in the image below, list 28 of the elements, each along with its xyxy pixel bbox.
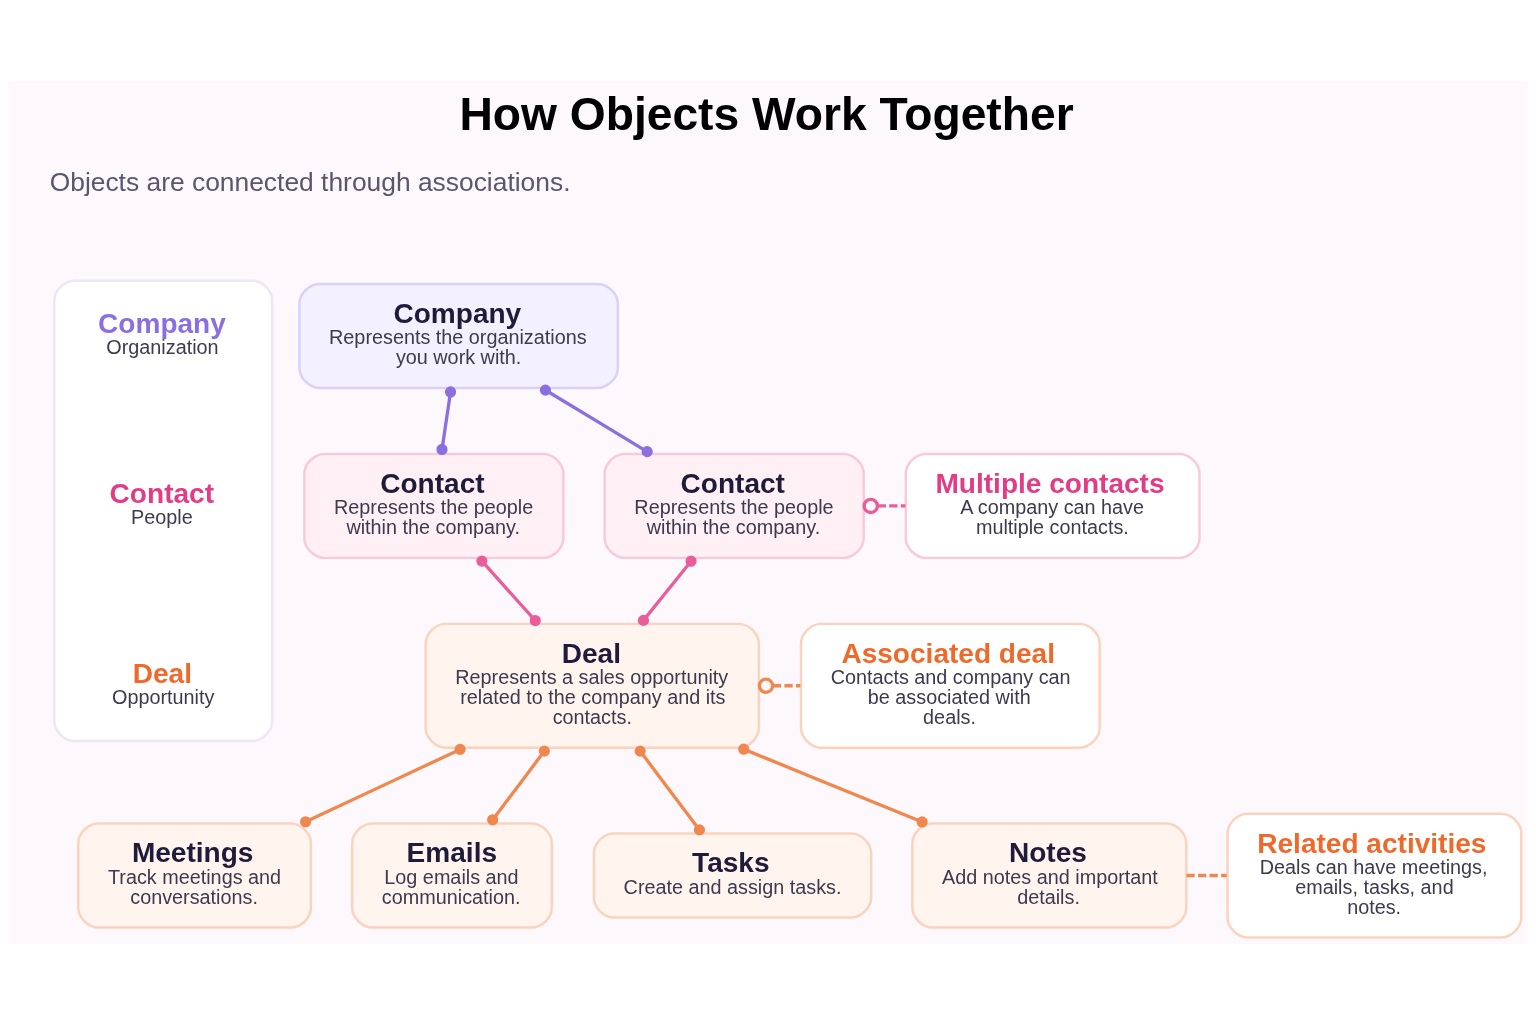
node-box: Company Represents the organizations you work with. [298,282,620,389]
diagram-title: How Objects Work Together [459,87,1074,140]
node-box: Associated deal Contacts and company can be associated with deals. [799,622,1101,749]
connector [862,497,906,514]
connector [300,743,466,827]
node-box: Notes Add notes and important details. [911,821,1188,929]
connector [476,555,541,626]
node-box: Contact Represents the people within the company. [303,452,565,559]
node-box: Multiple contacts A company can have multiple contacts. [904,452,1201,559]
connector [1186,873,1227,877]
label: Objects are connected through associations. [49,166,571,197]
connector [487,745,550,825]
node-text: Deal Opportunity [112,657,215,708]
node-box: Emails Log emails and communication. [350,821,554,929]
connector [738,743,928,828]
node-box: Meetings Track meetings and conversations. [77,821,313,929]
cluster [53,278,274,742]
node-box: Deal Represents a sales opportunity related to the company and its contacts. [424,622,761,749]
node-text: Contact People [109,477,215,528]
node-box: Contact Represents the people within the company. [603,452,865,559]
node-text: Company Organization [98,307,226,358]
connector [757,677,801,694]
node-box: Related activities Deals can have meetings, emails, tasks, and notes. [1226,811,1523,939]
connector [637,555,697,626]
node-box: Tasks Create and assign tasks. [592,831,873,919]
connector [539,384,653,457]
connector [634,745,706,835]
connector [436,385,457,455]
